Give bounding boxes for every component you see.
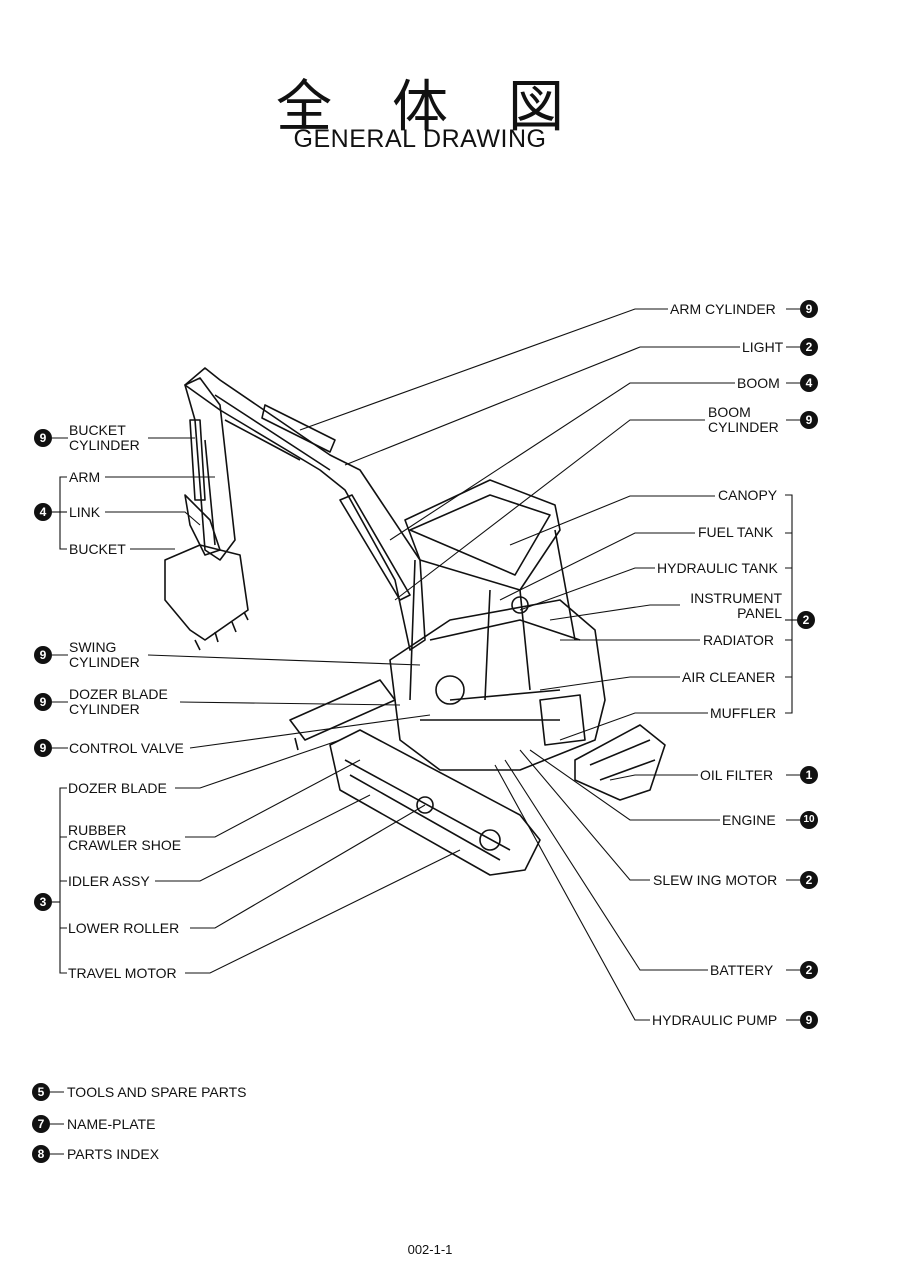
ref-num-group-2: 2 bbox=[797, 611, 815, 629]
label-swing-cylinder: SWING CYLINDER bbox=[69, 639, 140, 670]
ref-num-arm-cylinder: 9 bbox=[800, 300, 818, 318]
label-slewing-motor: SLEW ING MOTOR bbox=[653, 872, 778, 888]
label-rubber-crawler-shoe: RUBBER CRAWLER SHOE bbox=[68, 822, 182, 853]
ref-num-light: 2 bbox=[800, 338, 818, 356]
label-bucket-cylinder: BUCKET CYLINDER bbox=[69, 422, 140, 453]
ref-num-dozer-blade-cylinder: 9 bbox=[34, 693, 52, 711]
leader-lines bbox=[299, 308, 798, 1021]
label-instrument-panel: INSTRUMENT PANEL bbox=[690, 590, 782, 621]
label-boom-cylinder: BOOM CYLINDER bbox=[708, 404, 779, 435]
label-arm: ARM bbox=[69, 469, 101, 485]
ref-num-oil-filter: 1 bbox=[800, 766, 818, 784]
page-title: GENERAL DRAWING bbox=[293, 125, 547, 153]
label-control-valve: CONTROL VALVE bbox=[69, 740, 184, 756]
legend-name-plate: NAME-PLATE bbox=[67, 1116, 156, 1132]
ref-num-boom: 4 bbox=[800, 374, 818, 392]
label-battery: BATTERY bbox=[710, 962, 774, 978]
label-dozer-blade-cylinder: DOZER BLADE CYLINDER bbox=[69, 686, 168, 717]
label-fuel-tank: FUEL TANK bbox=[698, 524, 774, 540]
legend-num-tools: 5 bbox=[32, 1083, 50, 1101]
label-dozer-blade: DOZER BLADE bbox=[68, 780, 167, 796]
label-travel-motor: TRAVEL MOTOR bbox=[68, 965, 177, 981]
ref-num-boom-cylinder: 9 bbox=[800, 411, 818, 429]
label-canopy: CANOPY bbox=[718, 487, 778, 503]
label-idler-assy: IDLER ASSY bbox=[68, 873, 150, 889]
page-number: 002-1-1 bbox=[407, 1242, 453, 1257]
label-radiator: RADIATOR bbox=[703, 632, 775, 648]
label-bucket: BUCKET bbox=[69, 541, 126, 557]
label-oil-filter: OIL FILTER bbox=[700, 767, 774, 783]
label-arm-cylinder: ARM CYLINDER bbox=[670, 301, 776, 317]
ref-num-hydraulic-pump: 9 bbox=[800, 1011, 818, 1029]
ref-num-control-valve: 9 bbox=[34, 739, 52, 757]
legend-num-name-plate: 7 bbox=[32, 1115, 50, 1133]
ref-num-bucket-cylinder: 9 bbox=[34, 429, 52, 447]
label-boom: BOOM bbox=[737, 375, 780, 391]
ref-num-battery: 2 bbox=[800, 961, 818, 979]
excavator-illustration bbox=[164, 367, 666, 876]
ref-num-engine: 10 bbox=[800, 811, 818, 829]
label-lower-roller: LOWER ROLLER bbox=[68, 920, 180, 936]
label-engine: ENGINE bbox=[722, 812, 776, 828]
label-hydraulic-pump: HYDRAULIC PUMP bbox=[652, 1012, 778, 1028]
legend-parts-index: PARTS INDEX bbox=[67, 1146, 160, 1162]
label-hydraulic-tank: HYDRAULIC TANK bbox=[657, 560, 778, 576]
legend-num-parts-index: 8 bbox=[32, 1145, 50, 1163]
label-light: LIGHT bbox=[742, 339, 784, 355]
label-muffler: MUFFLER bbox=[710, 705, 777, 721]
ref-num-swing-cylinder: 9 bbox=[34, 646, 52, 664]
leader-lines-left bbox=[50, 308, 800, 1155]
legend-tools-and-spare-parts: TOOLS AND SPARE PARTS bbox=[67, 1084, 247, 1100]
ref-num-group-3: 3 bbox=[34, 893, 52, 911]
ref-num-group-4: 4 bbox=[34, 503, 52, 521]
page-title-japanese: 全体図 bbox=[276, 75, 624, 140]
ref-num-slewing-motor: 2 bbox=[800, 871, 818, 889]
label-air-cleaner: AIR CLEANER bbox=[682, 669, 776, 685]
label-link: LINK bbox=[69, 504, 101, 520]
